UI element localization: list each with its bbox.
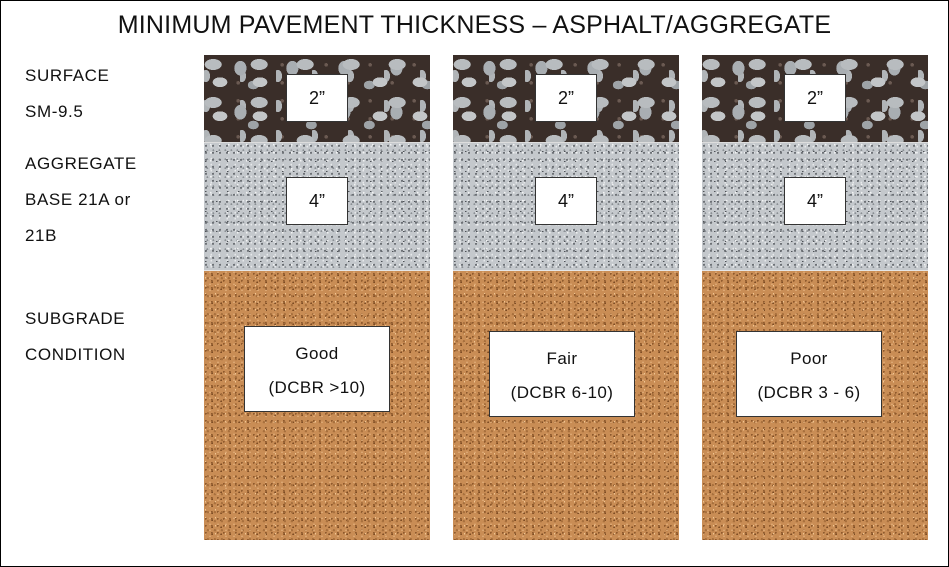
- subgrade-condition-box: Poor (DCBR 3 - 6): [736, 331, 882, 417]
- aggregate-label-line-3: 21B: [25, 226, 58, 245]
- surface-thickness-box: 2”: [784, 74, 846, 122]
- surface-layer: 2”: [453, 55, 679, 142]
- subgrade-label-line-1: SUBGRADE: [25, 309, 126, 328]
- subgrade-dcbr-range: (DCBR >10): [268, 378, 366, 397]
- aggregate-thickness-box: 4”: [535, 177, 597, 225]
- surface-label-line-1: SURFACE: [25, 66, 110, 85]
- subgrade-label-line-2: CONDITION: [25, 345, 126, 364]
- surface-thickness-box: 2”: [286, 74, 348, 122]
- surface-layer: 2”: [204, 55, 430, 142]
- aggregate-label-line-2: BASE 21A or: [25, 190, 131, 209]
- subgrade-condition-name: Fair: [546, 349, 578, 368]
- pavement-column-good: 2” 4” Good (DCBR >10): [204, 55, 430, 540]
- pavement-column-poor: 2” 4” Poor (DCBR 3 - 6): [702, 55, 928, 540]
- pavement-column-fair: 2” 4” Fair (DCBR 6-10): [453, 55, 679, 540]
- aggregate-layer: [702, 142, 928, 271]
- aggregate-label: AGGREGATE BASE 21A or 21B: [25, 146, 137, 254]
- subgrade-condition-box: Fair (DCBR 6-10): [489, 331, 635, 417]
- subgrade-condition-box: Good (DCBR >10): [244, 326, 390, 412]
- aggregate-label-line-1: AGGREGATE: [25, 154, 137, 173]
- subgrade-dcbr-range: (DCBR 3 - 6): [757, 383, 861, 402]
- surface-layer: 2”: [702, 55, 928, 142]
- aggregate-thickness-box: 4”: [286, 177, 348, 225]
- subgrade-label: SUBGRADE CONDITION: [25, 301, 126, 373]
- subgrade-layer: Good (DCBR >10): [204, 270, 430, 540]
- aggregate-layer: [453, 142, 679, 271]
- surface-label: SURFACE SM-9.5: [25, 58, 110, 130]
- aggregate-thickness-box: 4”: [784, 177, 846, 225]
- subgrade-condition-name: Good: [295, 344, 339, 363]
- subgrade-layer: Poor (DCBR 3 - 6): [702, 270, 928, 540]
- subgrade-layer: Fair (DCBR 6-10): [453, 270, 679, 540]
- subgrade-dcbr-range: (DCBR 6-10): [510, 383, 614, 402]
- surface-thickness-box: 2”: [535, 74, 597, 122]
- diagram-title: MINIMUM PAVEMENT THICKNESS – ASPHALT/AGG…: [117, 11, 832, 39]
- surface-label-line-2: SM-9.5: [25, 102, 84, 121]
- subgrade-condition-name: Poor: [790, 349, 828, 368]
